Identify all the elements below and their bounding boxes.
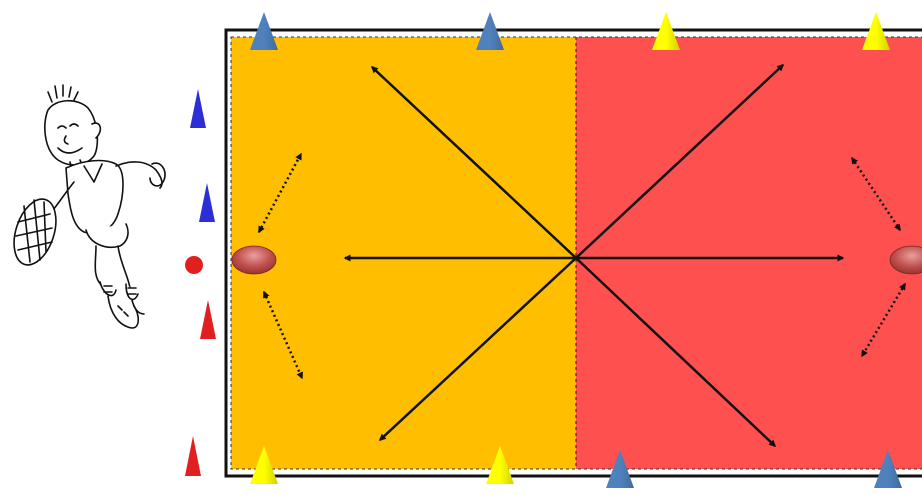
player-illustration — [13, 84, 166, 329]
solid-arrows — [343, 64, 845, 447]
inner-dashed-outline — [230, 36, 922, 470]
arrow-upper-left — [370, 66, 577, 259]
cone-left-red-1 — [200, 300, 216, 339]
cone-bottom-1 — [250, 446, 278, 484]
arrow-lower-right — [575, 257, 777, 447]
cone-top-3 — [652, 12, 680, 50]
dotted-arrows — [257, 152, 907, 380]
cone-top-2 — [476, 12, 504, 50]
cone-bottom-2 — [486, 446, 514, 484]
dotted-arrow-right-lower — [860, 282, 907, 358]
cone-left-red-2 — [185, 436, 201, 476]
cone-left-dark-blue-1 — [190, 89, 206, 128]
cone-bottom-3 — [606, 450, 634, 488]
cone-bottom-4 — [874, 450, 902, 488]
rugby-ball-left — [231, 245, 277, 275]
left-zone — [231, 37, 576, 469]
right-zone — [576, 37, 922, 469]
arrow-lower-left — [378, 257, 577, 441]
cone-top-1 — [250, 12, 278, 50]
cone-left-dark-blue-2 — [199, 183, 215, 222]
field-border — [224, 28, 922, 478]
dotted-arrow-left-lower — [262, 290, 304, 380]
cone-top-4 — [862, 12, 890, 50]
arrow-upper-right — [575, 64, 785, 259]
rugby-ball-right — [889, 245, 922, 275]
ball-marker — [185, 256, 203, 274]
